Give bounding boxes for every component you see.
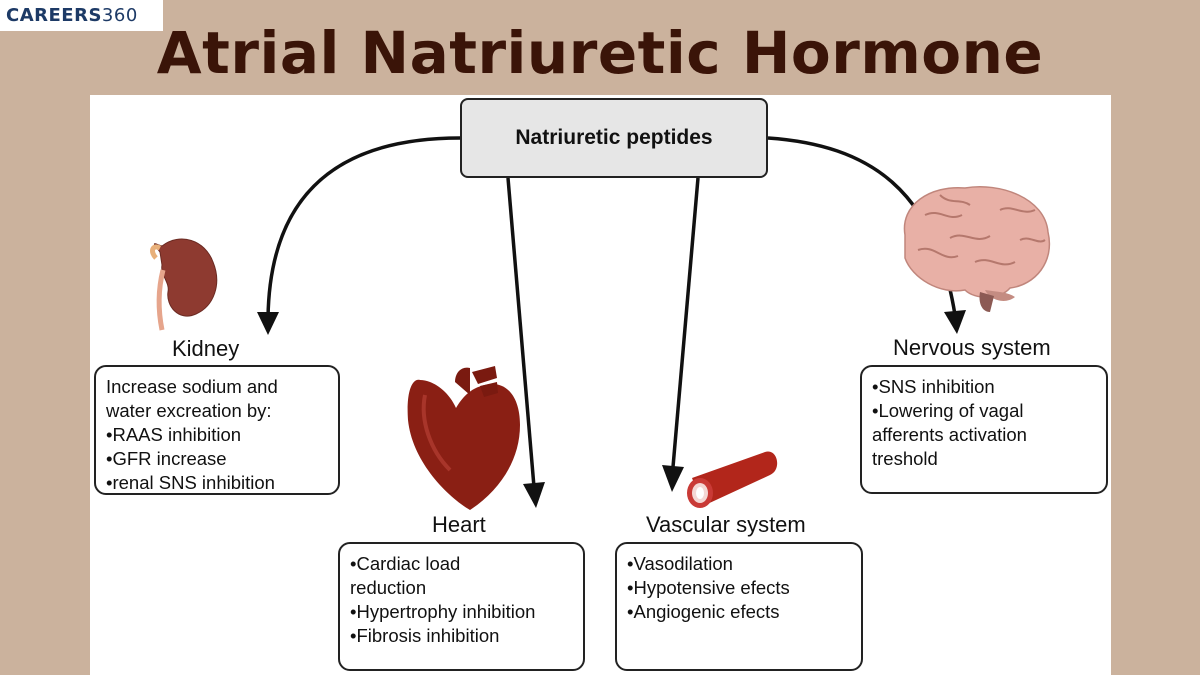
kidney-effects-box: Increase sodium and water excreation by:… (94, 365, 340, 495)
natriuretic-peptides-node: Natriuretic peptides (460, 98, 768, 178)
nervous-effects-box: •SNS inhibition •Lowering of vagal affer… (860, 365, 1108, 494)
vascular-effects-box: •Vasodilation •Hypotensive efects •Angio… (615, 542, 863, 671)
vascular-effect-line: •Hypotensive efects (627, 577, 790, 598)
brain-icon (903, 186, 1051, 312)
logo-text-careers: CAREERS (6, 5, 102, 26)
kidney-effect-line: •renal SNS inhibition (106, 472, 275, 493)
heart-effect-line: reduction (350, 577, 427, 598)
arrow-to-heart (506, 177, 536, 488)
nervous-effect-line: •Lowering of vagal (872, 400, 1024, 421)
kidney-effect-line: water excreation by: (106, 400, 272, 421)
vascular-effect-line: •Angiogenic efects (627, 601, 780, 622)
heart-effect-line: •Fibrosis inhibition (350, 625, 500, 646)
logo-text-360: 360 (101, 5, 138, 26)
heart-label: Heart (432, 512, 486, 537)
nervous-effect-line: afferents activation (872, 424, 1027, 445)
nervous-effect-line: treshold (872, 448, 938, 469)
arrow-to-kidney (266, 136, 461, 319)
kidney-effect-line: Increase sodium and (106, 376, 278, 397)
page-title: Atrial Natriuretic Hormone (156, 19, 1044, 87)
vascular-effect-line: •Vasodilation (627, 553, 733, 574)
kidney-effect-line: •RAAS inhibition (106, 424, 242, 445)
vascular-system-label: Vascular system (646, 512, 806, 537)
kidney-icon (150, 238, 218, 331)
nervous-effect-line: •SNS inhibition (872, 376, 995, 397)
kidney-label: Kidney (172, 336, 240, 361)
kidney-effect-line: •GFR increase (106, 448, 227, 469)
heart-effect-line: •Hypertrophy inhibition (350, 601, 536, 622)
heart-effect-line: •Cardiac load (350, 553, 461, 574)
nervous-system-label: Nervous system (893, 335, 1051, 360)
heart-effects-box: •Cardiac load reduction •Hypertrophy inh… (338, 542, 585, 671)
arrowhead-nervous (944, 310, 966, 334)
arrowhead-vascular (662, 465, 684, 492)
blood-vessel-icon (687, 451, 778, 508)
heart-icon (407, 366, 520, 510)
arrowhead-kidney (257, 312, 279, 335)
arrow-to-vascular (671, 177, 700, 468)
arrowhead-heart (523, 482, 545, 508)
